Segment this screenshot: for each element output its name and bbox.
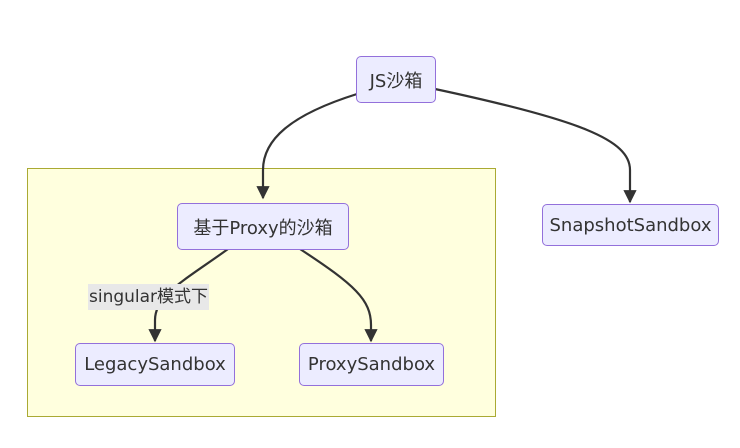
edge-label-singular: singular模式下 — [88, 284, 210, 310]
edge-proxy-based-to-proxy-sandbox — [299, 248, 378, 343]
node-js-sandbox: JS沙箱 — [356, 56, 436, 103]
edge-js-to-proxy-based — [256, 92, 358, 200]
node-legacy-sandbox: LegacySandbox — [75, 343, 235, 386]
node-proxy-based-sandbox: 基于Proxy的沙箱 — [177, 203, 349, 250]
edge-js-to-snapshot — [434, 87, 637, 204]
node-snapshot-sandbox: SnapshotSandbox — [542, 204, 719, 246]
node-proxy-sandbox: ProxySandbox — [299, 343, 444, 386]
